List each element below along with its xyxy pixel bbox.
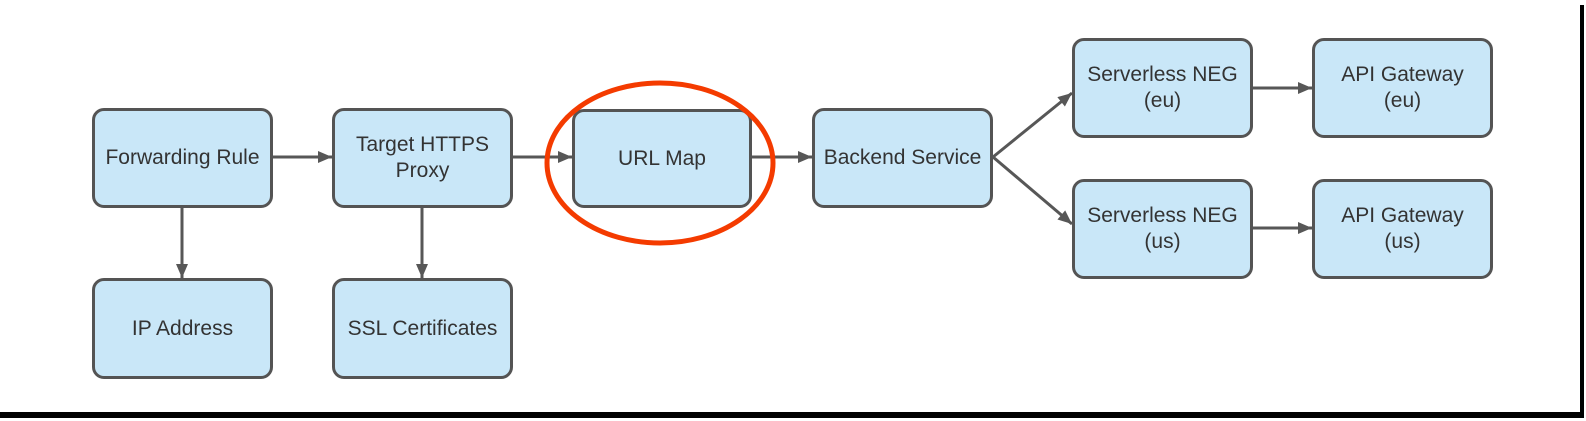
node-label: SSL Certificates	[347, 316, 498, 340]
node-ip-address: IP Address	[92, 278, 273, 379]
node-label: URL Map	[618, 146, 706, 170]
node-label: IP Address	[131, 316, 234, 340]
node-serverless-neg-eu: Serverless NEG (eu)	[1072, 38, 1253, 138]
node-label: Forwarding Rule	[105, 146, 260, 169]
node-url-map: URL Map	[572, 109, 752, 208]
node-api-gateway-eu: API Gateway (eu)	[1312, 38, 1493, 138]
edge-backend-service-to-serverless-neg-eu	[992, 91, 1073, 159]
node-label: Backend Service	[823, 146, 982, 169]
frame-line-bottom	[0, 412, 1584, 418]
edge-backend-service-to-serverless-neg-us	[992, 155, 1073, 226]
node-forwarding-rule: Forwarding Rule	[92, 108, 273, 208]
node-label: Target HTTPS Proxy	[355, 133, 490, 182]
node-label: Serverless NEG (eu)	[1087, 63, 1238, 112]
node-ssl-certificates: SSL Certificates	[332, 278, 513, 379]
node-label: Serverless NEG (us)	[1087, 204, 1238, 253]
node-target-https-proxy: Target HTTPS Proxy	[332, 108, 513, 208]
node-label: API Gateway (eu)	[1341, 63, 1464, 112]
frame-line-right	[1580, 5, 1584, 418]
node-api-gateway-us: API Gateway (us)	[1312, 179, 1493, 279]
node-serverless-neg-us: Serverless NEG (us)	[1072, 179, 1253, 279]
node-label: API Gateway (us)	[1341, 204, 1464, 253]
node-backend-service: Backend Service	[812, 108, 993, 208]
